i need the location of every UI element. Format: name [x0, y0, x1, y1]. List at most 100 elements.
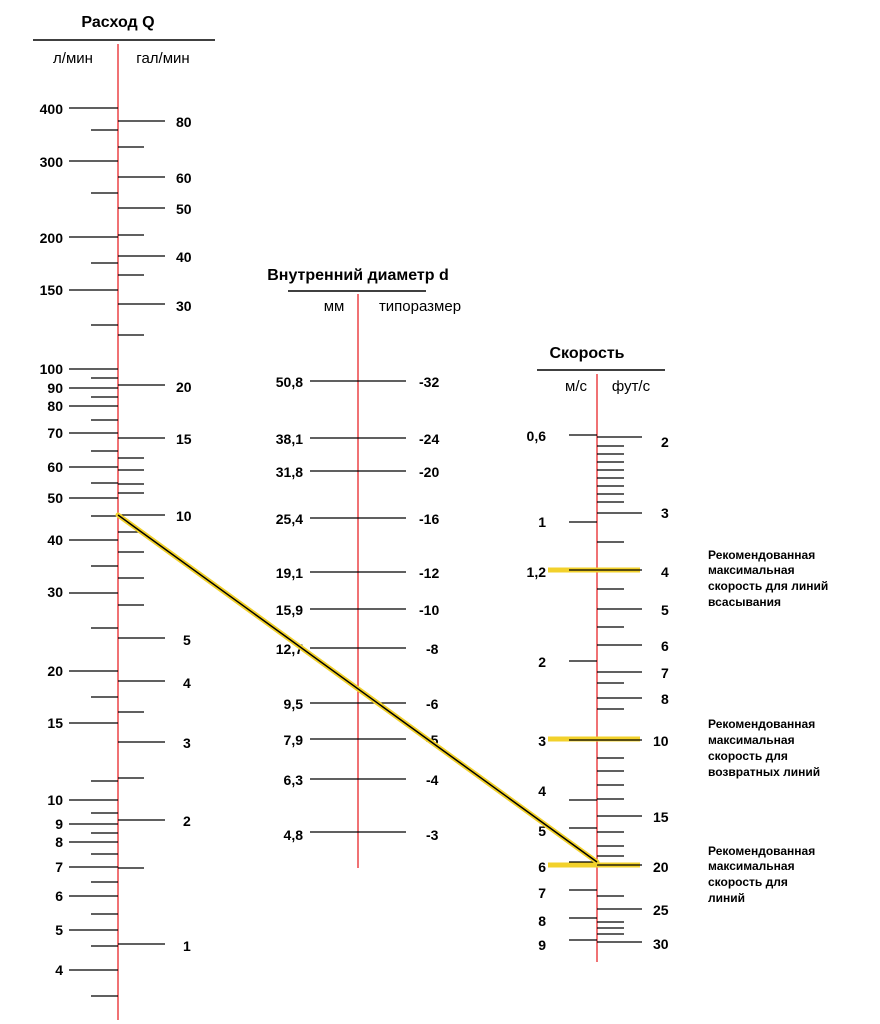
diameter-label-mm-50-8: 50,8: [276, 374, 303, 390]
recommendation-suction-line2: максимальная: [708, 563, 795, 577]
flow-left-labels: 400 300 200 150 100 90 80 70 60 50 40 30…: [40, 101, 64, 978]
diameter-label-mm-15-9: 15,9: [276, 602, 303, 618]
flow-label-gpm-20: 20: [176, 379, 192, 395]
recommendation-pressure-line2: максимальная: [708, 859, 795, 873]
flow-label-lpm-60: 60: [47, 459, 63, 475]
flow-label-gpm-10: 10: [176, 508, 192, 524]
recommendation-suction-line1: Рекомендованная: [708, 548, 815, 562]
flow-label-gpm-40: 40: [176, 249, 192, 265]
flow-label-gpm-15: 15: [176, 431, 192, 447]
flow-label-gpm-5: 5: [183, 632, 191, 648]
recommendation-pressure-line1: Рекомендованная: [708, 844, 815, 858]
recommendation-suction-line4: всасывания: [708, 595, 781, 609]
flow-label-lpm-15: 15: [47, 715, 63, 731]
flow-label-lpm-300: 300: [40, 154, 64, 170]
diameter-label-mm-31-8: 31,8: [276, 464, 303, 480]
diameter-label-size-16: -16: [419, 511, 439, 527]
recommendation-return-line1: Рекомендованная: [708, 717, 815, 731]
flow-right-labels: 80 60 50 40 30 20 15 10 5 4 3 2 1: [176, 114, 192, 954]
diameter-label-size-4: -4: [426, 772, 439, 788]
velocity-ticks: [569, 434, 642, 943]
flow-label-lpm-40: 40: [47, 532, 63, 548]
velocity-label-fts-6: 6: [661, 638, 669, 654]
velocity-highlights: [548, 567, 640, 868]
recommendation-return-line3: скорость для: [708, 749, 788, 763]
diameter-right-unit: типоразмер: [379, 298, 461, 315]
diameter-label-size-10: -10: [419, 602, 439, 618]
diameter-label-mm-25-4: 25,4: [276, 511, 303, 527]
flow-label-lpm-70: 70: [47, 425, 63, 441]
recommendation-suction: Рекомендованная максимальная скорость дл…: [708, 548, 828, 609]
diameter-label-mm-19-1: 19,1: [276, 565, 303, 581]
recommendation-return: Рекомендованная максимальная скорость дл…: [708, 717, 820, 779]
velocity-right-unit: фут/с: [612, 378, 651, 395]
flow-title: Расход Q: [81, 14, 154, 31]
velocity-label-ms-7: 7: [538, 885, 546, 901]
flow-label-lpm-4: 4: [55, 962, 63, 978]
diameter-label-size-32: -32: [419, 374, 439, 390]
velocity-label-ms-0-6: 0,6: [527, 428, 547, 444]
diameter-label-mm-38-1: 38,1: [276, 431, 303, 447]
velocity-right-labels: 2 3 4 5 6 7 8 10 15 20 25 30: [653, 434, 669, 952]
diameter-title: Внутренний диаметр d: [267, 267, 449, 284]
velocity-label-ms-4: 4: [538, 783, 546, 799]
diameter-label-mm-9-5: 9,5: [284, 696, 304, 712]
velocity-label-fts-7: 7: [661, 665, 669, 681]
diameter-label-size-6: -6: [426, 696, 439, 712]
flow-label-lpm-50: 50: [47, 490, 63, 506]
velocity-label-fts-25: 25: [653, 902, 669, 918]
velocity-label-fts-3: 3: [661, 505, 669, 521]
recommendation-pressure-line4: линий: [708, 891, 745, 905]
flow-label-lpm-200: 200: [40, 230, 64, 246]
velocity-label-fts-20: 20: [653, 859, 669, 875]
diameter-ticks: [310, 380, 406, 833]
velocity-label-fts-15: 15: [653, 809, 669, 825]
velocity-label-ms-1: 1: [538, 514, 546, 530]
flow-label-lpm-400: 400: [40, 101, 64, 117]
velocity-label-fts-5: 5: [661, 602, 669, 618]
diameter-label-mm-6-3: 6,3: [284, 772, 304, 788]
flow-label-gpm-3: 3: [183, 735, 191, 751]
flow-label-lpm-5: 5: [55, 922, 63, 938]
diameter-label-mm-7-9: 7,9: [284, 732, 304, 748]
solution-line: [117, 514, 598, 863]
velocity-label-ms-3: 3: [538, 733, 546, 749]
velocity-left-labels: 0,6 1 1,2 2 3 4 5 6 7 8 9: [527, 428, 547, 953]
diameter-label-mm-4-8: 4,8: [284, 827, 304, 843]
flow-label-lpm-30: 30: [47, 584, 63, 600]
flow-label-gpm-30: 30: [176, 298, 192, 314]
diameter-label-size-8: -8: [426, 641, 439, 657]
diameter-label-size-12: -12: [419, 565, 439, 581]
recommendation-suction-line3: скорость для линий: [708, 579, 828, 593]
recommendation-pressure-line3: скорость для: [708, 875, 788, 889]
flow-label-lpm-150: 150: [40, 282, 64, 298]
velocity-left-unit: м/с: [565, 378, 587, 395]
flow-label-gpm-80: 80: [176, 114, 192, 130]
flow-label-lpm-8: 8: [55, 834, 63, 850]
flow-label-lpm-20: 20: [47, 663, 63, 679]
flow-label-lpm-6: 6: [55, 888, 63, 904]
velocity-label-ms-9: 9: [538, 937, 546, 953]
diameter-labels: 50,8 -32 38,1 -24 31,8 -20 25,4 -16 19,1…: [276, 374, 440, 843]
flow-label-lpm-9: 9: [55, 816, 63, 832]
flow-label-lpm-80: 80: [47, 398, 63, 414]
velocity-label-fts-10: 10: [653, 733, 669, 749]
velocity-label-ms-2: 2: [538, 654, 546, 670]
flow-label-lpm-90: 90: [47, 380, 63, 396]
diameter-label-size-20: -20: [419, 464, 439, 480]
recommendation-pressure: Рекомендованная максимальная скорость дл…: [708, 844, 815, 905]
diameter-label-size-24: -24: [419, 431, 439, 447]
recommendation-return-line2: максимальная: [708, 733, 795, 747]
flow-label-gpm-2: 2: [183, 813, 191, 829]
velocity-label-fts-8: 8: [661, 691, 669, 707]
velocity-label-ms-5: 5: [538, 823, 546, 839]
diameter-label-size-3: -3: [426, 827, 439, 843]
velocity-label-fts-30: 30: [653, 936, 669, 952]
velocity-label-fts-4: 4: [661, 564, 669, 580]
flow-label-gpm-60: 60: [176, 170, 192, 186]
flow-ticks: [69, 107, 165, 997]
velocity-label-ms-1-2: 1,2: [527, 564, 547, 580]
flow-label-lpm-7: 7: [55, 859, 63, 875]
diameter-left-unit: мм: [324, 298, 345, 315]
